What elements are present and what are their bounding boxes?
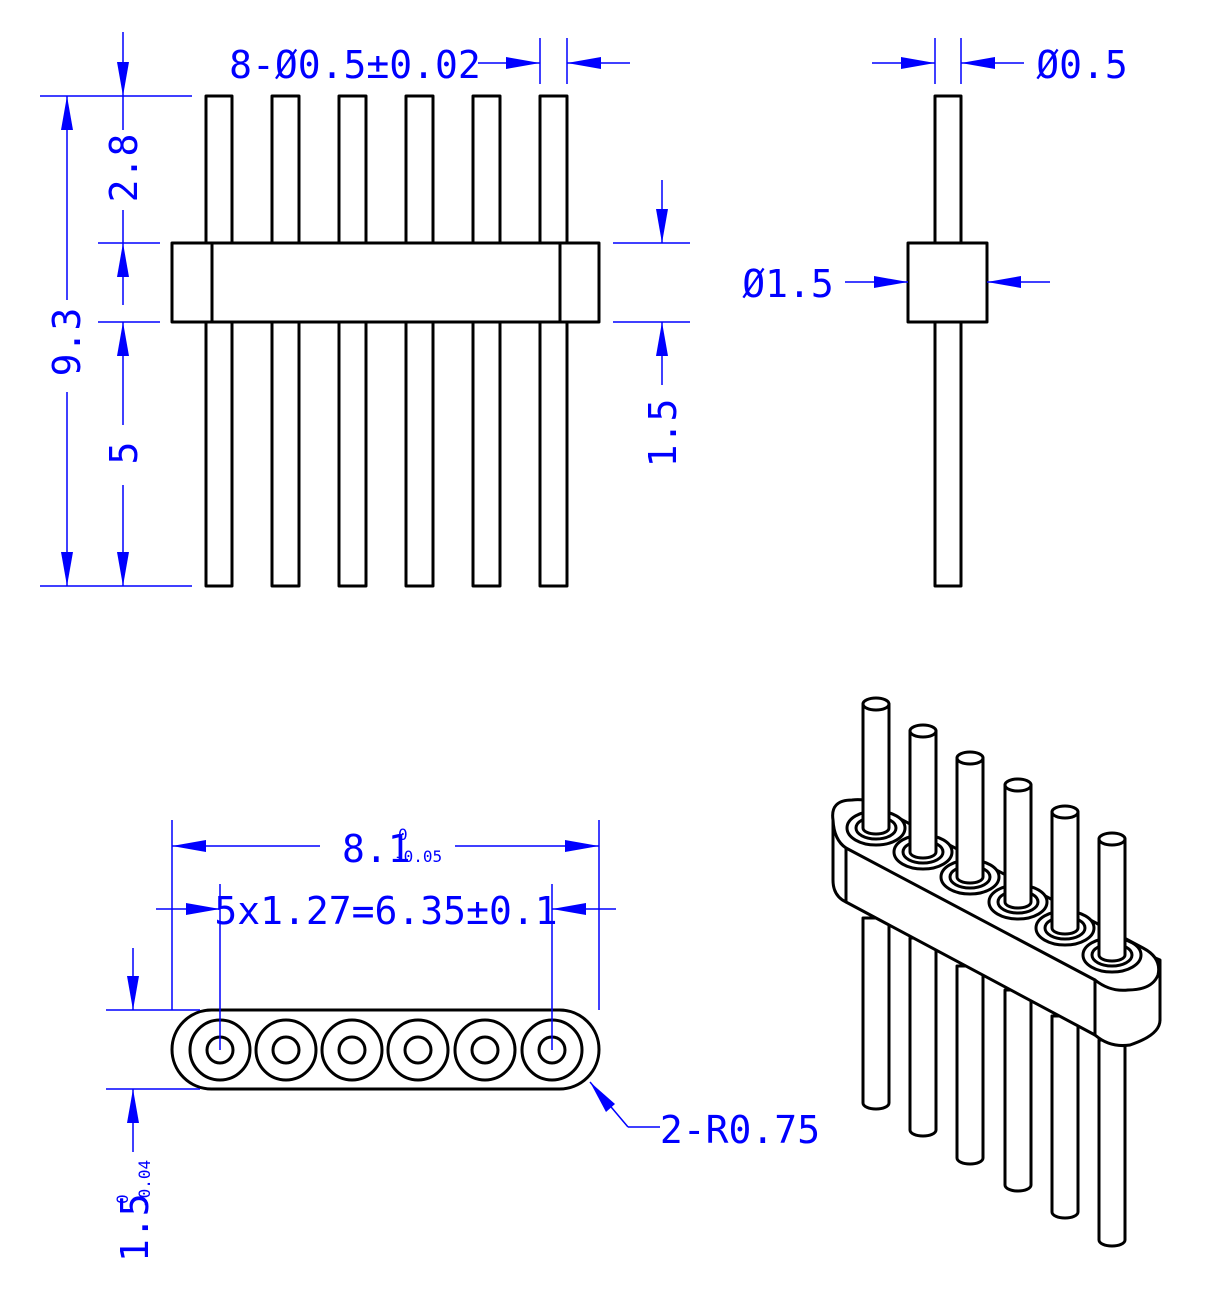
height-bottom-pin-label: 5 <box>102 442 146 465</box>
front-pin-2 <box>270 94 301 588</box>
iso-pin-bottom <box>1050 1014 1080 1220</box>
hole-inner <box>403 1035 433 1065</box>
iso-pin-cap <box>1050 804 1080 820</box>
arrow-up <box>117 322 129 356</box>
side-body <box>906 241 989 324</box>
arrow-down <box>61 552 73 586</box>
arrow-right <box>506 57 540 69</box>
leader-arrow <box>590 1082 615 1112</box>
iso-pin-cap <box>955 750 985 766</box>
arrow-right <box>901 57 935 69</box>
iso-top-pins <box>845 696 1143 974</box>
iso-pin-top <box>908 729 938 860</box>
body-width-label: 1.5 <box>113 1193 157 1262</box>
front-pin-1 <box>204 94 234 588</box>
body-length-upper-tol: 0 <box>398 825 408 844</box>
arrow-up <box>61 96 73 130</box>
front-pin-5 <box>471 94 502 588</box>
arrow-down <box>656 209 668 243</box>
body-length-lower-tol: -0.05 <box>394 847 442 866</box>
arrow-up <box>656 322 668 356</box>
arrow-right <box>565 840 599 852</box>
hole-outer <box>320 1018 384 1082</box>
front-view: 8-Ø0.5±0.02 9.3 2.8 5 1.5 <box>40 32 690 588</box>
hole-inner <box>337 1035 367 1065</box>
front-pins <box>204 94 569 588</box>
body-width-lower-tol: -0.04 <box>135 1160 154 1208</box>
iso-pin-bottom <box>861 916 891 1111</box>
iso-pin-top <box>1003 783 1033 910</box>
arrow-left <box>552 903 586 915</box>
top-body-outline <box>170 1008 601 1091</box>
iso-pin-cap <box>1003 777 1033 793</box>
arrow-left <box>172 840 206 852</box>
top-view: 8.1 0 -0.05 5x1.27=6.35±0.1 1.5 0 -0.04 … <box>106 820 820 1262</box>
iso-pin-top <box>955 756 985 885</box>
iso-pin-bottom <box>955 964 985 1166</box>
iso-pin-cap <box>908 723 938 739</box>
pin-diameter-side-label: Ø0.5 <box>1036 43 1128 87</box>
front-pin-3 <box>337 94 368 588</box>
iso-pin-cap <box>1097 831 1127 847</box>
pitch-callout: 5x1.27=6.35±0.1 <box>214 889 557 933</box>
body-width-label-group: 1.5 0 -0.04 <box>113 1160 157 1262</box>
arrow-up <box>127 1089 139 1123</box>
body-diameter-label: Ø1.5 <box>742 262 834 306</box>
arrow-down <box>117 552 129 586</box>
hole-outer <box>453 1018 517 1082</box>
front-body <box>170 241 601 324</box>
isometric-view <box>831 696 1162 1248</box>
hole-outer <box>254 1018 318 1082</box>
top-holes <box>188 1018 584 1082</box>
hole-outer <box>386 1018 450 1082</box>
body-length-label: 8.1 <box>342 827 411 871</box>
iso-pin-top <box>861 702 891 836</box>
height-top-pin-label: 2.8 <box>102 134 146 203</box>
arrow-right <box>874 276 908 288</box>
iso-pin-top <box>1097 837 1127 963</box>
body-height-label: 1.5 <box>641 399 685 468</box>
arrow-left <box>567 57 601 69</box>
arrow-left <box>987 276 1021 288</box>
arrow-up <box>117 243 129 277</box>
arrow-left <box>961 57 995 69</box>
iso-pin-bottom <box>1003 988 1033 1193</box>
arrow-down <box>117 62 129 96</box>
iso-pin-bottom <box>1097 1038 1127 1248</box>
iso-bottom-pins <box>861 916 1127 1248</box>
iso-pin-cap <box>861 696 891 712</box>
height-total-label: 9.3 <box>45 308 89 377</box>
side-pin <box>933 94 963 588</box>
radius-callout: 2-R0.75 <box>660 1108 820 1152</box>
iso-pin-bottom <box>908 936 938 1138</box>
hole-inner <box>271 1035 301 1065</box>
pin-diameter-callout: 8-Ø0.5±0.02 <box>229 43 481 87</box>
arrow-down <box>127 976 139 1010</box>
hole-inner <box>470 1035 500 1065</box>
arrow-right <box>186 903 220 915</box>
front-pin-4 <box>404 94 435 588</box>
front-pin-6 <box>538 94 569 588</box>
body-width-upper-tol: 0 <box>113 1194 132 1204</box>
side-view: Ø0.5 Ø1.5 <box>742 38 1128 588</box>
iso-pin-top <box>1050 810 1080 936</box>
